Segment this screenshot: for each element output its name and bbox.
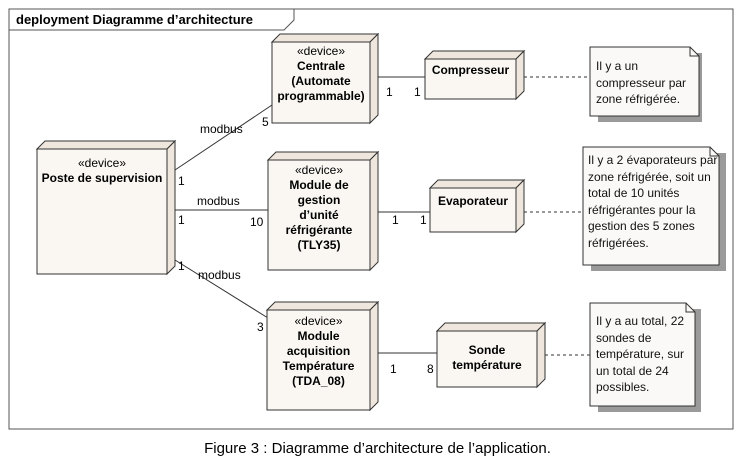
frame-title: deployment Diagramme d’architecture <box>16 12 253 27</box>
edge-poste-tda08 <box>174 259 269 319</box>
note-shape-evaporateur <box>582 146 726 271</box>
mult-centrale-compresseur-src: 1 <box>386 85 393 99</box>
edge-poste-centrale <box>174 104 273 171</box>
frame-title-tab <box>9 9 295 31</box>
node-tda08: «device» Module acquisition Température … <box>265 314 372 389</box>
node-tly35: «device» Module de gestion d’unité réfri… <box>268 163 370 253</box>
edge-label-poste-tda08: modbus <box>198 268 241 282</box>
node-poste-name: Poste de supervision <box>41 171 163 185</box>
mult-tly35-evaporateur-dst: 1 <box>420 213 427 227</box>
node-tda08-name: Module acquisition Température (TDA_08) <box>282 329 355 388</box>
mult-poste-tda08-src: 1 <box>178 259 185 273</box>
node-box-compresseur <box>423 49 526 101</box>
node-tly35-stereotype: «device» <box>294 163 344 177</box>
mult-tly35-evaporateur-src: 1 <box>392 213 399 227</box>
note-shape-sonde <box>589 302 701 412</box>
node-tda08-stereotype: «device» <box>294 314 343 328</box>
node-compresseur: Compresseur <box>425 63 516 78</box>
note-sonde: Il y a au total, 22 sondes de températur… <box>596 314 685 394</box>
note-evaporateur: Il y a 2 évaporateurs par zone réfrigéré… <box>588 153 718 250</box>
mult-poste-tly35-src: 1 <box>178 213 185 227</box>
edge-label-poste-tly35: modbus <box>197 194 240 208</box>
node-centrale: «device» Centrale (Automate programmable… <box>272 44 370 104</box>
node-centrale-name: Centrale (Automate programmable) <box>277 59 365 103</box>
diagram-frame <box>8 8 734 430</box>
node-centrale-stereotype: «device» <box>296 44 346 58</box>
node-poste-stereotype: «device» <box>77 156 127 170</box>
node-box-poste <box>35 139 177 276</box>
mult-poste-tda08-dst: 3 <box>257 320 264 334</box>
node-box-sonde <box>435 321 547 389</box>
node-compresseur-name: Compresseur <box>431 63 510 77</box>
node-evaporateur-name: Evaporateur <box>437 194 509 208</box>
note-compresseur: Il y a un compresseur par zone réfrigéré… <box>596 59 687 106</box>
mult-tda08-sonde-dst: 8 <box>427 362 434 376</box>
node-poste: «device» Poste de supervision <box>37 156 167 186</box>
mult-poste-tly35-dst: 10 <box>250 215 264 229</box>
node-evaporateur: Evaporateur <box>430 194 516 209</box>
node-box-evaporateur <box>428 178 526 234</box>
node-tly35-name: Module de gestion d’unité réfrigérante (… <box>285 178 353 252</box>
node-sonde: Sonde température <box>437 343 537 373</box>
node-box-tda08 <box>265 300 380 412</box>
node-box-centrale <box>270 32 380 125</box>
node-box-tly35 <box>266 150 380 272</box>
mult-tda08-sonde-src: 1 <box>390 362 397 376</box>
node-sonde-name: Sonde température <box>452 343 522 372</box>
mult-poste-centrale-src: 1 <box>178 174 185 188</box>
note-shape-compresseur <box>589 46 702 122</box>
mult-poste-centrale-dst: 5 <box>262 115 269 129</box>
figure-caption: Figure 3 : Diagramme d’architecture de l… <box>204 440 551 457</box>
edge-label-poste-centrale: modbus <box>200 122 243 136</box>
mult-centrale-compresseur-dst: 1 <box>414 85 421 99</box>
